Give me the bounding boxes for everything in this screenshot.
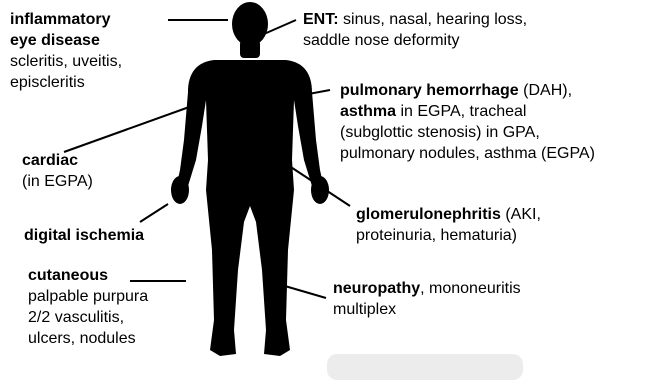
ent-detail-line2: saddle nose deformity: [303, 32, 460, 49]
glomerulonephritis-label: glomerulonephritis (AKI, proteinuria, he…: [356, 204, 541, 246]
eye-title-line2: eye disease: [10, 32, 100, 49]
cutaneous-line3: 2/2 vasculitis,: [28, 309, 124, 326]
cardiac-detail: (in EGPA): [22, 173, 93, 190]
glomerulo-title-suffix: (AKI,: [501, 206, 541, 223]
digital-ischemia-label: digital ischemia: [24, 225, 144, 246]
human-silhouette: [171, 2, 329, 356]
neuropathy-title: neuropathy: [333, 280, 420, 297]
asthma-suffix: in EGPA, tracheal: [396, 103, 526, 120]
neuropathy-title-suffix: , mononeuritis: [420, 280, 521, 297]
cardiac-label: cardiac (in EGPA): [22, 150, 93, 192]
glomerulo-title: glomerulonephritis: [356, 206, 501, 223]
neuropathy-label: neuropathy, mononeuritis multiplex: [333, 278, 521, 320]
digital-title: digital ischemia: [24, 227, 144, 244]
pulmonary-line3: (subglottic stenosis) in GPA,: [340, 124, 540, 141]
cutaneous-line4: ulcers, nodules: [28, 330, 136, 347]
pulmonary-line4: pulmonary nodules, asthma (EGPA): [340, 145, 595, 162]
digital-leader: [140, 204, 168, 222]
neuropathy-line2: multiplex: [333, 301, 396, 318]
eye-title-line1: inflammatory: [10, 11, 110, 28]
cardiac-leader: [64, 106, 192, 152]
eye-disease-label: inflammatory eye disease scleritis, uvei…: [10, 9, 122, 93]
watermark-box: [327, 354, 523, 380]
asthma-title: asthma: [340, 103, 396, 120]
pulmonary-title: pulmonary hemorrhage: [340, 82, 519, 99]
ent-detail-line1: sinus, nasal, hearing loss,: [339, 11, 528, 28]
cutaneous-title: cutaneous: [28, 267, 108, 284]
eye-detail-line1: scleritis, uveitis,: [10, 53, 122, 70]
ent-title: ENT:: [303, 11, 339, 28]
cutaneous-line2: palpable purpura: [28, 288, 148, 305]
cardiac-title: cardiac: [22, 152, 78, 169]
ent-label: ENT: sinus, nasal, hearing loss, saddle …: [303, 9, 527, 51]
glomerulo-line2: proteinuria, hematuria): [356, 227, 517, 244]
pulmonary-label: pulmonary hemorrhage (DAH), asthma in EG…: [340, 80, 595, 164]
ent-leader: [264, 20, 296, 34]
cutaneous-label: cutaneous palpable purpura 2/2 vasculiti…: [28, 265, 148, 349]
pulmonary-title-suffix: (DAH),: [519, 82, 572, 99]
eye-detail-line2: episcleritis: [10, 74, 85, 91]
